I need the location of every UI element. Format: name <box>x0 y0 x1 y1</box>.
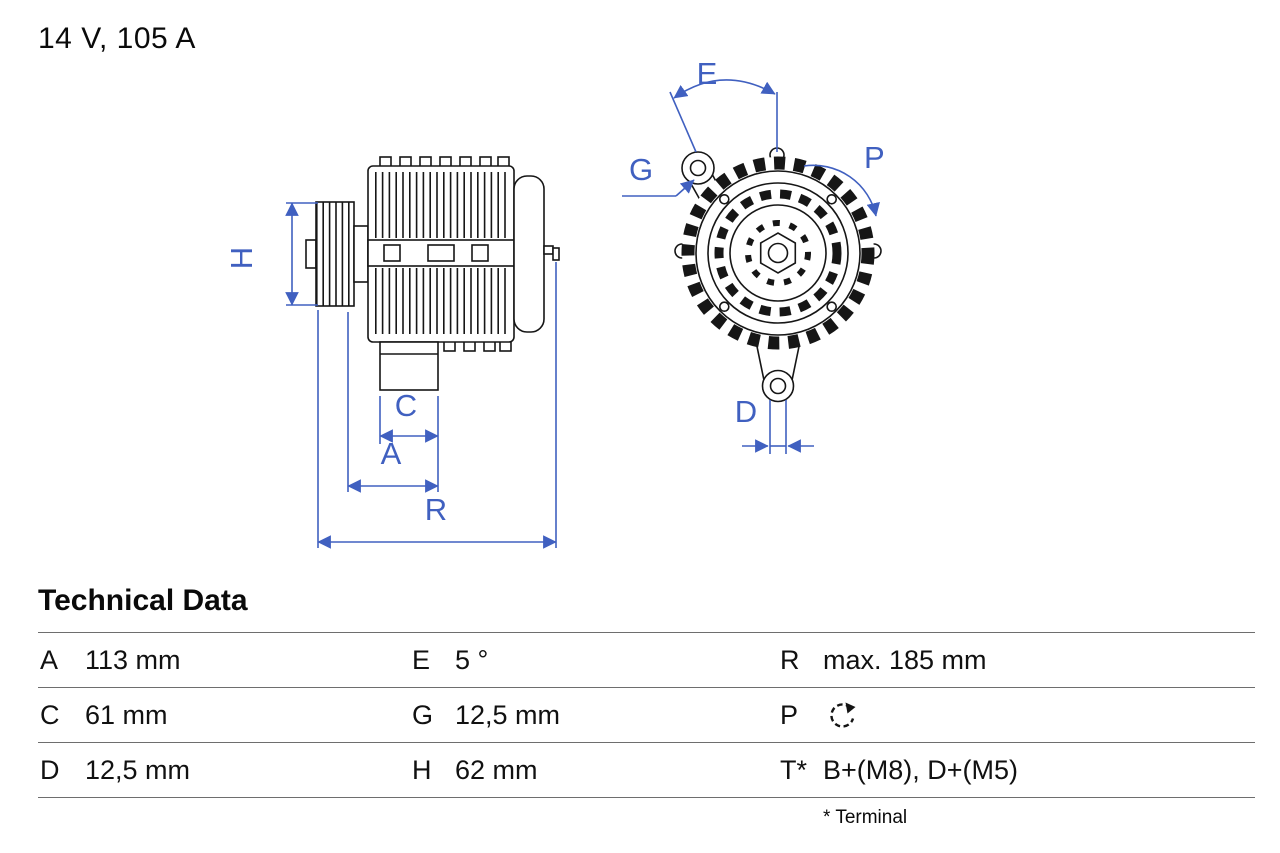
dimension-annotations: H C A R <box>224 56 885 549</box>
housing-side <box>367 156 560 391</box>
terminal-footnote: * Terminal <box>823 807 908 828</box>
spec-key: A <box>40 644 59 675</box>
technical-drawing: H C A R <box>224 56 885 549</box>
dim-D: D <box>735 394 814 454</box>
technical-data-title: Technical Data <box>38 584 248 617</box>
pulley-side <box>305 201 369 307</box>
spec-value: B+(M8), D+(M5) <box>823 754 1019 785</box>
front-rings <box>681 156 875 350</box>
dim-G: G <box>622 152 695 197</box>
dim-label-g: G <box>629 152 653 187</box>
alternator-side-view <box>305 156 560 391</box>
technical-data-section: Technical Data A 113 mm E 5 ° R max. 185… <box>38 584 1255 829</box>
dim-label-r: R <box>425 492 447 527</box>
product-rating: 14 V, 105 A <box>38 22 196 55</box>
spec-value: 12,5 mm <box>455 699 561 730</box>
spec-value <box>823 698 1255 732</box>
dim-R: R <box>317 262 557 549</box>
spec-key: H <box>412 754 432 785</box>
dim-label-c: C <box>395 388 417 423</box>
alternator-front-view <box>674 147 882 403</box>
rotation-direction-icon <box>830 702 856 728</box>
shaft-hex-nut <box>759 232 797 274</box>
spec-key: P <box>780 699 799 730</box>
spec-value: 62 mm <box>455 754 538 785</box>
spec-key: D <box>40 754 60 785</box>
spec-key: T* <box>780 754 807 785</box>
dim-label-h: H <box>224 247 259 269</box>
table-row: D 12,5 mm H 62 mm T* B+(M8), D+(M5) <box>38 743 1255 798</box>
spec-key: E <box>412 644 431 675</box>
dim-label-d: D <box>735 394 757 429</box>
dim-E: E <box>669 56 778 153</box>
spec-value: 113 mm <box>85 644 181 675</box>
table-row: A 113 mm E 5 ° R max. 185 mm <box>38 633 1255 688</box>
dim-H: H <box>224 202 318 306</box>
spec-key: C <box>40 699 60 730</box>
table-row: C 61 mm G 12,5 mm P <box>38 688 1255 743</box>
spec-value: 12,5 mm <box>85 754 191 785</box>
dim-P: P <box>803 140 885 217</box>
dim-C: C <box>379 388 439 492</box>
spec-value: max. 185 mm <box>823 644 987 675</box>
spec-value: 61 mm <box>85 699 168 730</box>
spec-value: 5 ° <box>455 644 489 675</box>
dim-A: A <box>347 312 439 493</box>
front-body-mask <box>682 157 874 349</box>
technical-data-table: A 113 mm E 5 ° R max. 185 mm C 61 mm G 1… <box>38 632 1255 798</box>
dim-label-a: A <box>381 436 402 471</box>
spec-key: G <box>412 699 434 730</box>
dim-label-p: P <box>864 140 885 175</box>
dim-label-e: E <box>697 56 718 91</box>
spec-key: R <box>780 644 800 675</box>
